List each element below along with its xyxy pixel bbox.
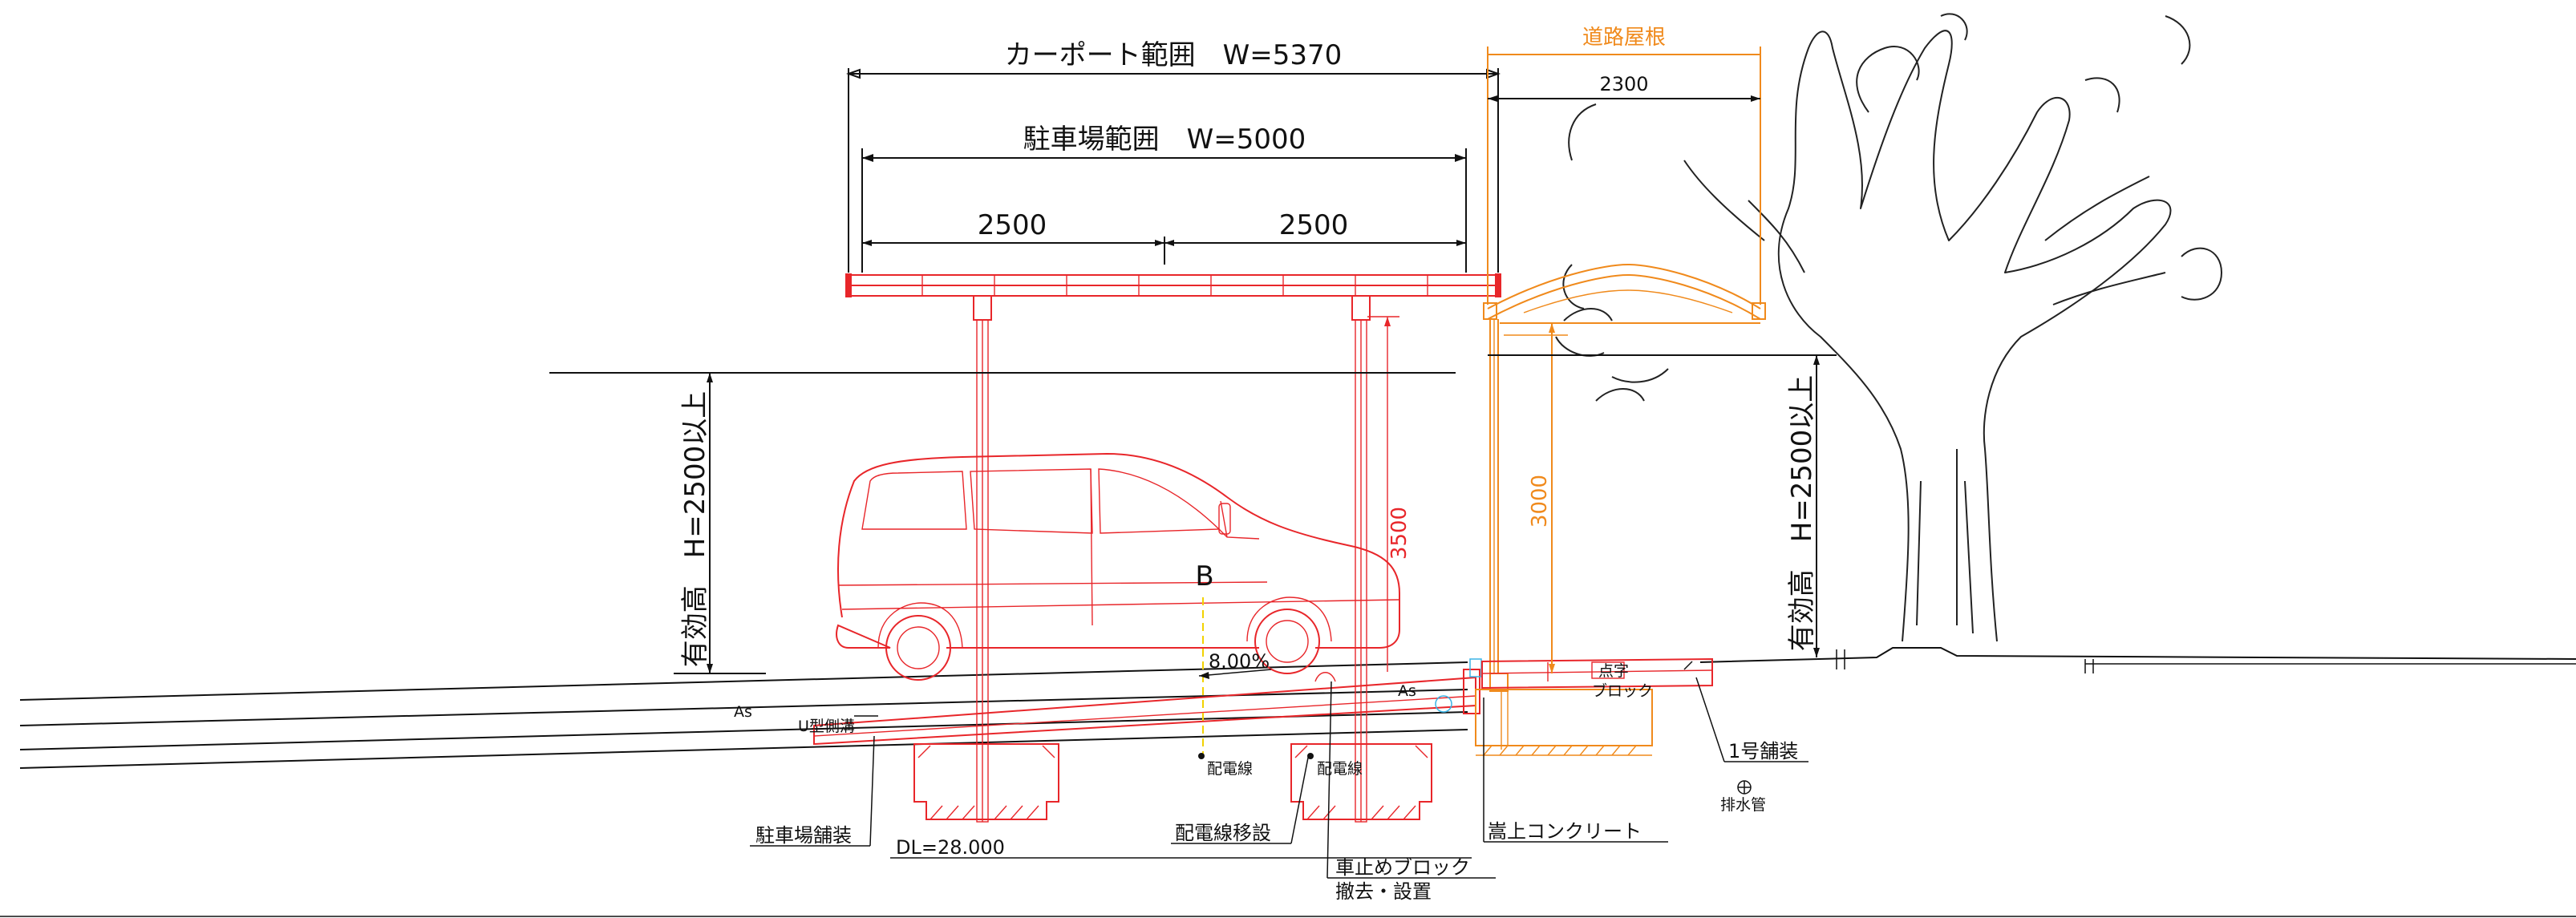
- leader-lines: [750, 677, 1808, 879]
- callout-texts: 駐車場舗装 DL=28.000 配電線移設 嵩上コンクリート 車止めブロック 撤…: [755, 740, 1798, 903]
- bay-right-label: 2500: [1279, 209, 1349, 241]
- bay-left-label: 2500: [978, 209, 1047, 241]
- curb-concrete-callout: 嵩上コンクリート: [1488, 820, 1642, 843]
- right-pavement: [1481, 657, 1713, 690]
- clear-height-left-label: 有効高 H=2500以上: [679, 391, 711, 668]
- braille-top-label: 点字: [1598, 662, 1629, 680]
- wiring-left-label: 配電線: [1207, 760, 1253, 778]
- u-gutter-label: U型側溝: [798, 718, 855, 735]
- drawing-labels: B As As U型側溝 配電線 配電線 点字 ブロック: [734, 560, 1653, 778]
- wiring-relocation-callout: 配電線移設: [1175, 822, 1271, 844]
- drain-pipe-callout: 排水管: [1720, 796, 1766, 814]
- as-left-label: As: [734, 703, 752, 721]
- dimension-lines: [549, 47, 1837, 758]
- road-roof-height-label: 3000: [1528, 475, 1552, 528]
- wiring-point-icon: [1198, 753, 1205, 759]
- wiring-right-label: 配電線: [1317, 760, 1363, 778]
- parking-range-label: 駐車場範囲 W=5000: [1023, 123, 1306, 156]
- dimension-texts: カーポート範囲 W=5370 駐車場範囲 W=5000 2500 2500 道路…: [679, 26, 1818, 673]
- wheel-stop-callout-line2: 撤去・設置: [1335, 880, 1432, 903]
- pavement-no1-callout: 1号舗装: [1728, 740, 1798, 762]
- car-outline: [836, 452, 1400, 681]
- road-roof-structure: [1435, 263, 1766, 756]
- wheel-stop-callout-line1: 車止めブロック: [1335, 856, 1470, 879]
- section-b-label: B: [1195, 560, 1213, 592]
- clear-height-right-label: 有効高 H=2500以上: [1786, 375, 1818, 652]
- slope-label: 8.00%: [1209, 650, 1270, 673]
- parking-pavement-callout: 駐車場舗装: [755, 824, 852, 847]
- ground-lines: [19, 647, 2576, 769]
- carport-height-label: 3500: [1387, 507, 1412, 560]
- road-roof-width-label: 2300: [1599, 73, 1648, 95]
- road-roof-title: 道路屋根: [1582, 26, 1666, 50]
- carport-structure: [813, 273, 1501, 823]
- tree-illustration: [1555, 13, 2222, 642]
- dl-callout: DL=28.000: [896, 836, 1005, 859]
- as-right-label: As: [1398, 682, 1416, 700]
- carport-range-label: カーポート範囲 W=5370: [1005, 39, 1343, 71]
- braille-bottom-label: ブロック: [1592, 681, 1653, 700]
